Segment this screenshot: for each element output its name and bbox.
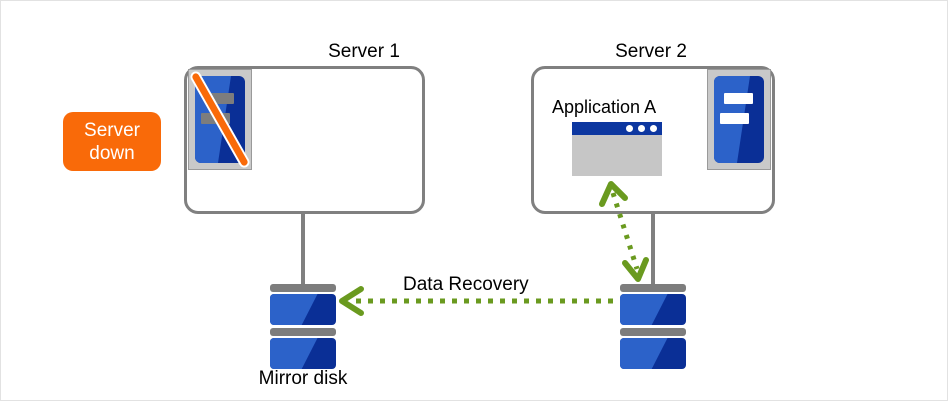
window-dot-3 [650, 125, 657, 132]
server-up-icon [707, 69, 771, 170]
disk-platter-top [270, 294, 336, 325]
status-badge-line2: down [89, 142, 135, 164]
source-disk-icon [620, 284, 686, 369]
server-down-icon [188, 69, 252, 170]
disk-platter-top [620, 294, 686, 325]
window-dot-1 [626, 125, 633, 132]
application-label: Application A [552, 97, 657, 117]
mirror-disk-icon [270, 284, 336, 369]
server1-title: Server 1 [328, 41, 400, 62]
disk-platter-bottom [270, 338, 336, 369]
disk-platter-bottom [620, 338, 686, 369]
disk-bar-top [620, 284, 686, 292]
server2-title: Server 2 [615, 41, 687, 62]
application-window-titlebar [572, 122, 662, 135]
window-dot-2 [638, 125, 645, 132]
server1-disk-connector [301, 214, 305, 286]
status-badge-line1: Server [84, 119, 140, 141]
disk-bar-bottom [620, 328, 686, 336]
mirror-disk-label: Mirror disk [258, 368, 348, 389]
data-recovery-label: Data Recovery [403, 274, 529, 295]
status-badge-server-down: Server down [63, 112, 161, 171]
application-window-icon [572, 122, 662, 176]
disk-bar-bottom [270, 328, 336, 336]
disk-bar-top [270, 284, 336, 292]
server2-disk-connector [651, 214, 655, 286]
